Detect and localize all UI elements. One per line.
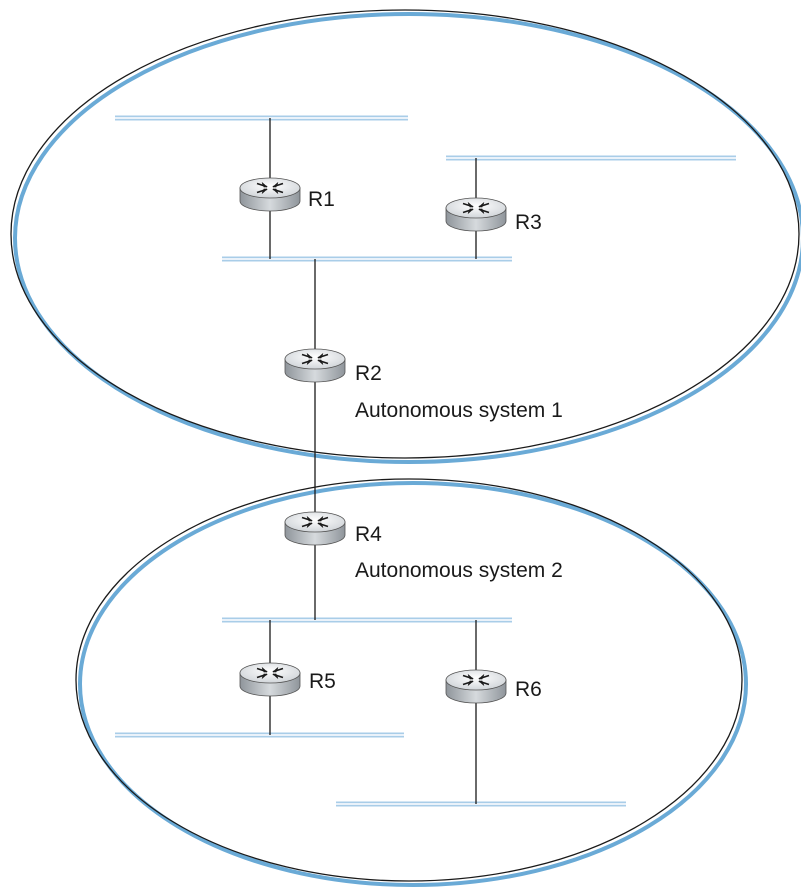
as2-boundary xyxy=(75,478,748,887)
router-r3-icon xyxy=(445,197,507,232)
router-r6-icon xyxy=(445,669,507,704)
router-r1-icon xyxy=(239,177,301,212)
router-r5-label: R5 xyxy=(309,670,336,693)
as2-label: Autonomous system 2 xyxy=(355,559,563,582)
router-r2-label: R2 xyxy=(355,362,382,385)
as1-boundary xyxy=(10,9,801,464)
router-r2-icon xyxy=(284,348,346,383)
router-r4-icon xyxy=(284,511,346,546)
router-r1-label: R1 xyxy=(308,188,335,211)
router-r3-label: R3 xyxy=(515,211,542,234)
router-r5-icon xyxy=(239,662,301,697)
as1-label: Autonomous system 1 xyxy=(355,399,563,422)
router-r6-label: R6 xyxy=(515,678,542,701)
router-r4-label: R4 xyxy=(355,523,382,546)
